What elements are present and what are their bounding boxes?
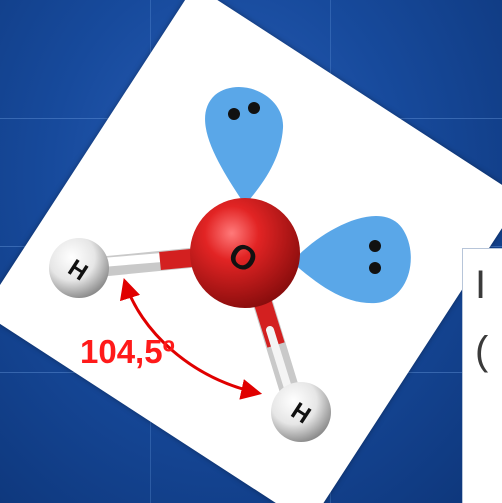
panel-text: I <box>475 263 487 307</box>
bond <box>252 290 302 408</box>
bond-angle-arrow <box>120 277 263 400</box>
text-panel: I ( <box>462 248 502 503</box>
lone-pair-lobe <box>292 216 411 304</box>
bond-angle-label: 104,5º <box>80 333 175 370</box>
panel-text: ( <box>475 329 489 373</box>
lone-pair-lobe <box>205 87 284 205</box>
hydrogen-atom: H <box>271 382 331 442</box>
hydrogen-atom: H <box>49 238 109 298</box>
oxygen-atom: O <box>190 198 300 308</box>
